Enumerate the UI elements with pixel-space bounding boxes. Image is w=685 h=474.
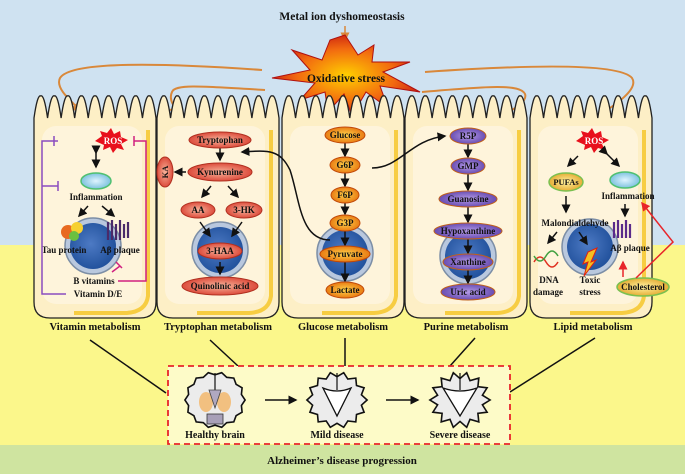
node-f6p: F6P [330,186,360,204]
toxic-stress-label-2: stress [579,287,601,297]
lipid-abeta-label: Aβ plaque [610,243,650,253]
brain-label-mild: Mild disease [310,430,364,441]
title-lipid: Lipid metabolism [553,322,632,333]
node-xanthine-label: Xanthine [450,257,486,267]
brain-label-severe: Severe disease [430,430,491,441]
lipid-inflammation-icon [609,171,641,189]
vitamin-de-label: Vitamin D/E [74,289,122,299]
node-kynurenine: Kynurenine [187,162,253,182]
b-vitamins-inhibition-lines [111,136,147,282]
node-f6p-label: F6P [337,190,353,200]
node-uric-acid-label: Uric acid [450,287,485,297]
node-gmp: GMP [450,157,486,175]
cholesterol-label: Cholesterol [621,282,665,292]
metal-ion-label: Metal ion dyshomeostasis [279,11,405,23]
node-uric-acid: Uric acid [440,283,496,301]
node-3-haa-label: 3-HAA [206,246,234,256]
node-ka-label: KA [160,165,170,179]
dna-damage-label-1: DNA [539,275,559,285]
node-lactate-label: Lactate [331,285,360,295]
lipid-pathway: ROS PUFAs Inflammation Malondialdehyde A… [533,128,675,297]
node-quinolinic-acid-label: Quinolinic acid [191,281,250,291]
node-r5p: R5P [449,127,487,145]
toxic-stress-label-1: Toxic [580,275,601,285]
vitamin-de-inhibition-lines [41,136,66,295]
node-r5p-label: R5P [460,131,477,141]
purine-pathway: R5P GMP GuanosineHypoxanthineXanthineUric … [433,127,503,301]
brain-mild: Mild disease [305,371,369,441]
brain-label-healthy: Healthy brain [185,430,245,441]
node-hypoxanthine: Hypoxanthine [433,222,503,240]
node-ka: KA [156,156,174,188]
brain-healthy: Healthy brain [183,371,247,441]
node-pyruvate: Pyruvate [319,245,371,263]
cholesterol-icon [616,277,670,297]
title-purine: Purine metabolism [424,322,509,333]
b-vitamins-label: B vitamins [73,276,115,286]
vitamin-pathway: ROS Inflammation Tau protein Aβ plaque B… [41,128,147,299]
node-tryptophan-label: Tryptophan [197,135,243,145]
node-pyruvate-label: Pyruvate [328,249,363,259]
lipid-inflammation-label: Inflammation [601,191,654,201]
cell-layer [33,95,653,319]
node-tryptophan: Tryptophan [188,131,252,149]
node-kynurenine-label: Kynurenine [197,167,243,177]
pufas-label: PUFAs [553,177,579,187]
vitamin-inflammation-label: Inflammation [69,192,122,202]
node-g3p-label: G3P [337,218,355,228]
inflammation-icon [80,172,112,190]
progression-banner-label: Alzheimer’s disease progression [267,455,417,467]
node-guanosine-label: Guanosine [447,194,488,204]
cross-pathway-arrows [240,132,447,241]
node-g3p: G3P [329,214,361,232]
node-gmp-label: GMP [458,161,479,171]
node-glucose-label: Glucose [330,130,361,140]
node-3-hk: 3-HK [225,201,263,219]
node-glucose: Glucose [324,126,366,144]
dna-helix-icon [533,250,559,268]
cholesterol-arrows [618,201,675,279]
tau-protein-icon [61,222,83,241]
node-g6p-label: G6P [337,160,355,170]
title-vitamin: Vitamin metabolism [50,322,141,333]
node-g6p: G6P [329,156,361,174]
oxidative-stress-label: Oxidative stress [307,73,386,85]
node-xanthine: Xanthine [442,253,494,271]
pufas-icon [548,172,584,192]
abeta-receptor-icon [106,220,130,240]
toxic-stress-bolt-icon [582,247,598,277]
lipid-ros-label: ROS [585,136,604,146]
node-3-haa: 3-HAA [197,242,243,260]
vitamin-abeta-label: Aβ plaque [100,245,140,255]
metabolism-to-progression-lines [89,337,596,394]
brain-severe: Severe disease [428,371,492,441]
node-guanosine: Guanosine [438,190,498,208]
node-3-hk-label: 3-HK [233,205,255,215]
node-quinolinic-acid: Quinolinic acid [181,276,259,296]
title-tryptophan: Tryptophan metabolism [164,322,272,333]
vitamin-ros-label: ROS [104,136,123,146]
malondialdehyde-label: Malondialdehyde [541,218,608,228]
title-glucose: Glucose metabolism [298,322,388,333]
node-aa-label: AA [192,205,205,215]
dna-damage-label-2: damage [533,287,563,297]
node-aa: AA [180,201,216,219]
tau-protein-label: Tau protein [42,245,87,255]
node-hypoxanthine-label: Hypoxanthine [441,226,496,236]
lipid-abeta-receptor-icon [612,220,632,238]
node-lactate: Lactate [325,281,365,299]
